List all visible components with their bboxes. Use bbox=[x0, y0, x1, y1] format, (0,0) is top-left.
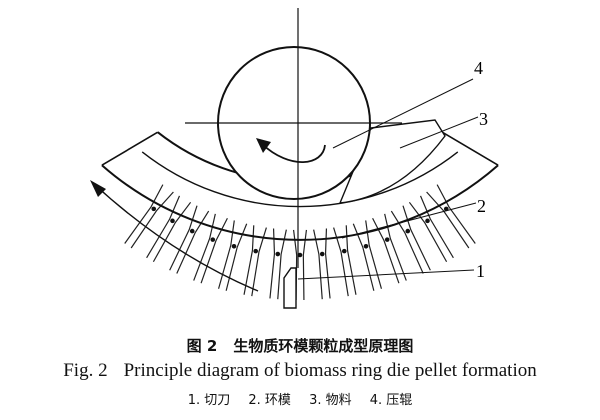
die-hole-left-wall bbox=[124, 184, 164, 244]
die-hole-left-wall bbox=[352, 223, 375, 291]
ring-die-diagram: 4 3 2 1 bbox=[90, 8, 499, 309]
die-hole-right-wall bbox=[225, 223, 248, 291]
die-hole-right-wall bbox=[365, 220, 383, 289]
die-hole-throat bbox=[405, 228, 411, 234]
die-hole-right-wall bbox=[130, 191, 174, 249]
component-legend: 1. 切刀 2. 环模 3. 物料 4. 压辊 bbox=[0, 389, 600, 408]
die-hole-throat bbox=[275, 251, 281, 257]
die-hole-left-wall bbox=[390, 210, 424, 274]
die-hole-right-wall bbox=[176, 210, 210, 274]
figure-title-english: Principle diagram of biomass ring die pe… bbox=[123, 360, 537, 381]
figure-number-chinese: 图 2 bbox=[186, 337, 218, 355]
label-3: 3 bbox=[479, 109, 488, 129]
legend-item-press-roller: 4. 压辊 bbox=[369, 393, 413, 408]
die-hole-right-wall bbox=[277, 229, 287, 300]
label-2: 2 bbox=[477, 196, 486, 216]
label-4: 4 bbox=[474, 58, 483, 78]
die-hole-left-wall bbox=[313, 229, 323, 300]
leader-line-3 bbox=[399, 116, 479, 149]
legend-item-ring-die: 2. 环模 bbox=[248, 393, 291, 408]
die-hole-throat bbox=[189, 228, 195, 234]
die-hole-left-wall bbox=[193, 213, 216, 281]
figure-title-chinese: 生物质环模颗粒成型原理图 bbox=[233, 337, 414, 355]
die-hole-throat bbox=[384, 237, 390, 242]
leader-line-2 bbox=[341, 202, 477, 239]
die-hole-left-wall bbox=[243, 225, 255, 295]
ring-die-outer-arc bbox=[101, 164, 499, 241]
die-hole-throat bbox=[170, 218, 175, 224]
die-hole-right-wall bbox=[345, 225, 357, 295]
die-hole-left-wall bbox=[426, 191, 470, 249]
die-hole-right-wall bbox=[436, 184, 476, 244]
die-hole-right-wall bbox=[419, 195, 454, 259]
die-hole-right-wall bbox=[152, 201, 192, 263]
rotation-arrow-icon bbox=[261, 143, 326, 164]
rotation-arrowhead-icon bbox=[256, 138, 271, 153]
ring-die-left-end bbox=[101, 131, 159, 166]
die-holes bbox=[124, 184, 476, 300]
label-1: 1 bbox=[476, 261, 485, 281]
die-hole-throat bbox=[151, 206, 157, 212]
die-hole-left-wall bbox=[269, 228, 276, 299]
die-hole-throat bbox=[341, 248, 347, 254]
die-rotation-arrowhead-icon bbox=[90, 180, 106, 197]
figure-caption-english: Fig. 2 Principle diagram of biomass ring … bbox=[0, 360, 600, 382]
legend-item-cutter: 1. 切刀 bbox=[187, 393, 231, 408]
die-hole-throat bbox=[253, 248, 259, 254]
die-hole-left-wall bbox=[146, 195, 181, 259]
die-hole-right-wall bbox=[402, 205, 431, 271]
die-hole-left-wall bbox=[333, 227, 349, 297]
legend-item-material: 3. 物料 bbox=[309, 393, 352, 408]
die-hole-left-wall bbox=[169, 205, 198, 271]
die-hole-left-wall bbox=[372, 217, 400, 284]
leader-line-4 bbox=[332, 78, 474, 149]
die-hole-throat bbox=[425, 218, 430, 224]
die-hole-right-wall bbox=[302, 229, 308, 300]
ring-die-right-end bbox=[441, 131, 499, 166]
die-hole-right-wall bbox=[324, 228, 331, 299]
leader-line-1 bbox=[297, 269, 475, 280]
die-hole-right-wall bbox=[200, 217, 228, 284]
die-rotation-arrow-icon bbox=[93, 183, 259, 292]
die-hole-throat bbox=[319, 251, 325, 257]
figure-number-english: Fig. 2 bbox=[63, 360, 108, 381]
die-hole-throat bbox=[231, 244, 237, 249]
die-hole-right-wall bbox=[251, 227, 267, 297]
die-hole-left-wall bbox=[408, 201, 448, 263]
die-hole-right-wall bbox=[384, 213, 407, 281]
cutter-knife bbox=[283, 267, 297, 309]
ring-die-mid-arc bbox=[141, 151, 459, 208]
die-hole-throat bbox=[297, 252, 303, 258]
die-hole-throat bbox=[210, 237, 216, 242]
die-hole-throat bbox=[363, 244, 369, 249]
figure-caption-chinese: 图 2 生物质环模颗粒成型原理图 bbox=[0, 335, 600, 356]
